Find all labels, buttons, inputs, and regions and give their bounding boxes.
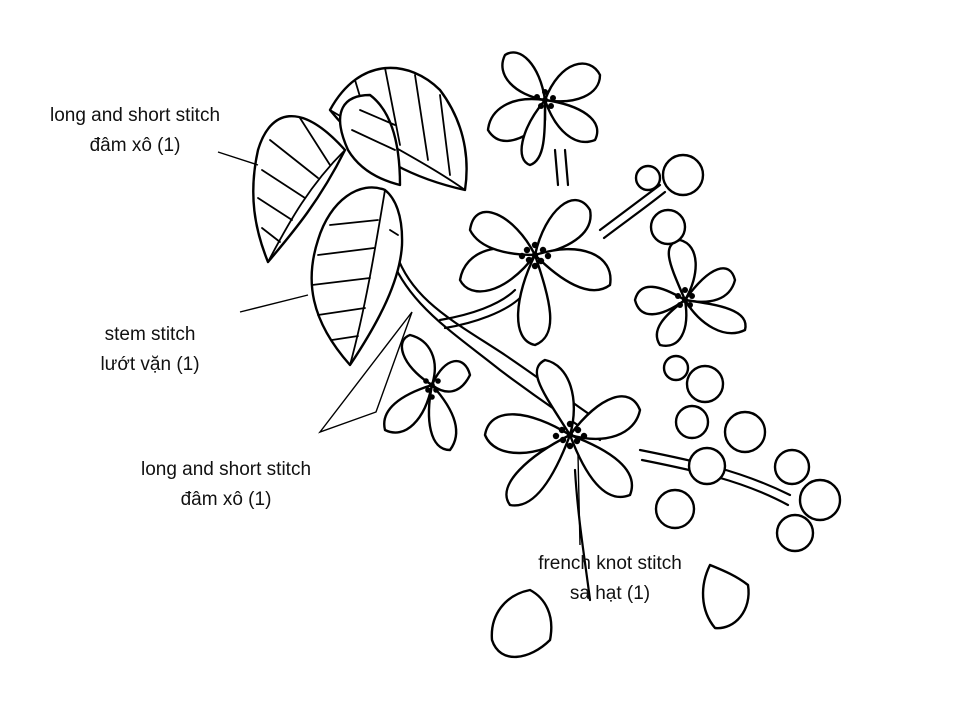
leaf-middle — [310, 186, 404, 367]
label-line: long and short stitch — [49, 105, 221, 126]
label-line: stem stitch — [104, 324, 196, 345]
label-line: đâm xô (1) — [89, 135, 181, 156]
label-line: đâm xô (1) — [180, 489, 272, 510]
label-line: long and short stitch — [140, 459, 312, 480]
flower-right-knots — [675, 287, 695, 308]
flower-center-knots — [518, 241, 552, 270]
label-line: lướt vặn (1) — [100, 354, 200, 375]
label-line: sa hạt (1) — [569, 583, 651, 604]
flower-bottom-small — [383, 333, 472, 452]
flower-bottom-large — [483, 358, 642, 507]
leaf-top-left — [252, 115, 347, 264]
label-french-knot-stitch: french knot stitch sa hạt (1) — [510, 549, 710, 609]
leaf-upper-back — [338, 93, 402, 187]
flower-top — [486, 51, 602, 167]
label-long-short-stitch-bottom: long and short stitch đâm xô (1) — [116, 455, 336, 515]
flower-top-center — [534, 89, 556, 109]
flower-buds — [634, 153, 842, 553]
label-long-short-stitch-top: long and short stitch đâm xô (1) — [25, 101, 245, 161]
flower-bottom-small-knots — [423, 378, 441, 400]
leader-lines — [217, 151, 581, 546]
flower-center — [458, 198, 612, 347]
flower-bottom-large-knots — [552, 420, 588, 450]
label-line: french knot stitch — [538, 553, 682, 574]
falling-petals — [490, 563, 750, 659]
label-stem-stitch: stem stitch lướt vặn (1) — [70, 320, 230, 380]
flower-right — [633, 238, 747, 347]
